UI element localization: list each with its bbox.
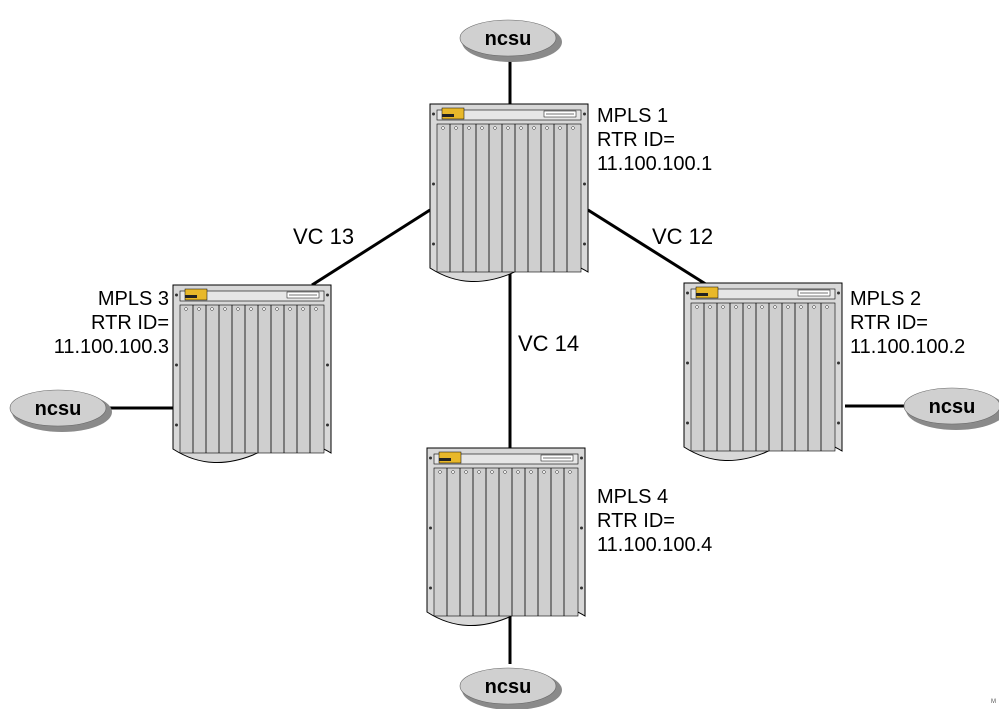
router-id-label: RTR ID= — [850, 312, 928, 334]
router-label-mpls1: MPLS 1 RTR ID= 11.100.100.1 — [597, 104, 712, 176]
link-label-vc13: VC 13 — [293, 224, 354, 249]
link-label-vc14: VC 14 — [518, 331, 579, 356]
router-label-mpls2: MPLS 2 RTR ID= 11.100.100.2 — [850, 287, 965, 359]
cloud-label: ncsu — [35, 398, 82, 420]
router-name: MPLS 3 — [97, 288, 169, 310]
router-label-mpls4: MPLS 4 RTR ID= 11.100.100.4 — [597, 485, 712, 557]
router-id: 11.100.100.2 — [850, 336, 966, 358]
router-id: 11.100.100.3 — [53, 336, 169, 358]
link-label-vc12: VC 12 — [652, 224, 713, 249]
router-id-label: RTR ID= — [91, 312, 169, 334]
router-label-mpls3: MPLS 3 RTR ID= 11.100.100.3 — [54, 287, 169, 359]
router-mpls4 — [426, 447, 586, 627]
links — [106, 58, 908, 664]
cloud-label: ncsu — [929, 396, 976, 418]
router-mpls3 — [172, 284, 332, 464]
router-mpls2 — [683, 282, 843, 462]
router-name: MPLS 2 — [850, 288, 922, 310]
router-id: 11.100.100.1 — [597, 153, 713, 175]
corner-mark: M — [991, 699, 996, 705]
router-name: MPLS 1 — [597, 105, 669, 127]
cloud-label: ncsu — [485, 676, 532, 698]
vc12-line — [587, 208, 713, 290]
vc13-line — [311, 208, 431, 287]
router-id: 11.100.100.4 — [597, 534, 713, 556]
router-id-label: RTR ID= — [597, 510, 675, 532]
router-mpls1 — [429, 103, 589, 283]
router-name: MPLS 4 — [597, 486, 669, 508]
router-id-label: RTR ID= — [597, 129, 675, 151]
cloud-label: ncsu — [485, 28, 532, 50]
